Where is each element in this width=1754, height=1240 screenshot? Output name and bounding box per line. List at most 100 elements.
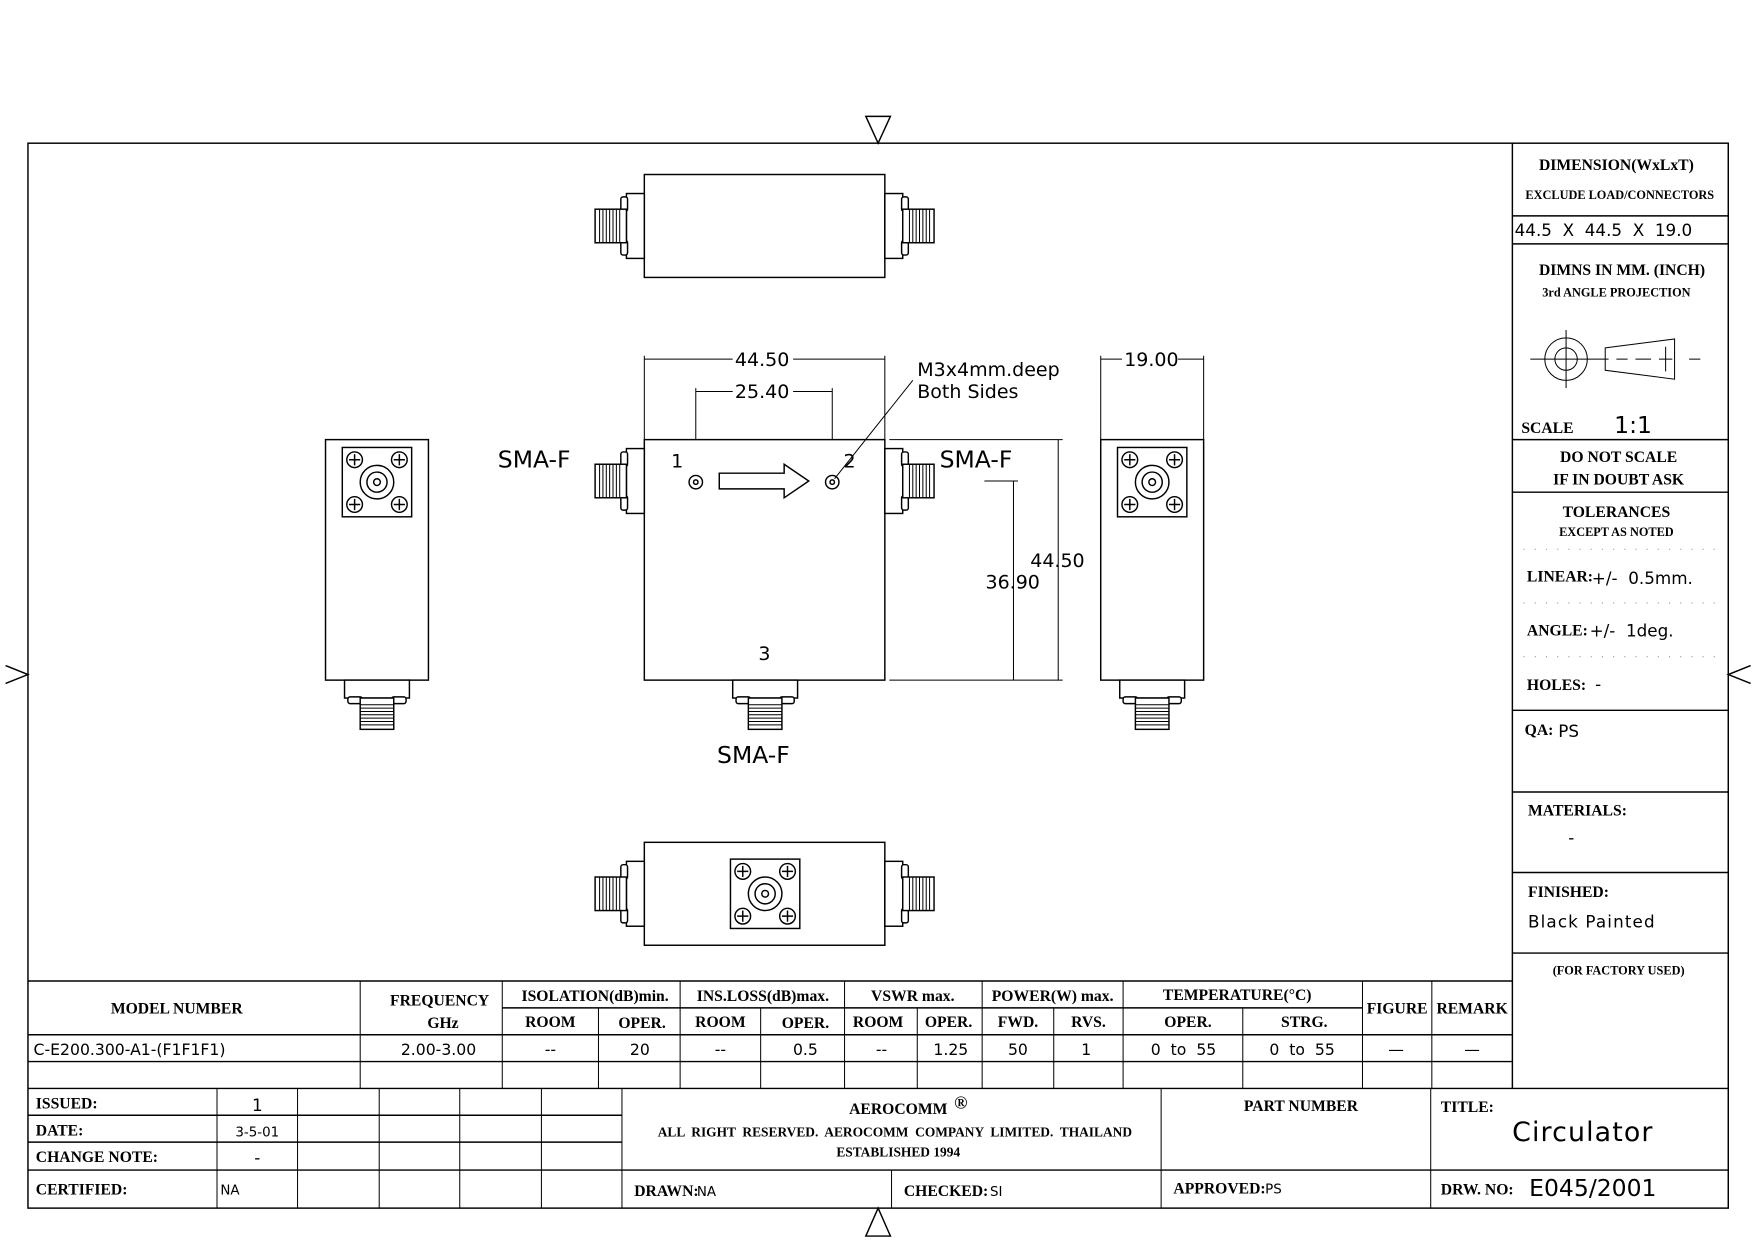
dimension-height: 44.50: [1030, 550, 1084, 572]
tolerances-title: TOLERANCES: [1563, 504, 1671, 521]
header-frequency: FREQUENCY: [390, 993, 490, 1010]
scale-value: 1:1: [1614, 411, 1652, 439]
subheader-power-fwd: FWD.: [998, 1014, 1039, 1031]
cell-model: C-E200.300-A1-(F1F1F1): [34, 1040, 226, 1059]
factory-use-note: (FOR FACTORY USED): [1553, 963, 1685, 977]
cell-vswr-room: --: [876, 1040, 887, 1059]
linear-tolerance-value: +/- 0.5mm.: [1592, 568, 1693, 588]
cell-temp-strg: 0 to 55: [1269, 1040, 1335, 1059]
subheader-isolation-room: ROOM: [525, 1014, 576, 1031]
header-insertion-loss: INS.LOSS(dB)max.: [697, 988, 829, 1005]
header-vswr: VSWR max.: [871, 988, 955, 1005]
cell-insloss-oper: 0.5: [793, 1040, 818, 1059]
cell-power-fwd: 50: [1008, 1040, 1028, 1059]
front-view: 1 2 3 SMA-F SMA-F SMA-F 44.50 25.40 19.0…: [498, 349, 1205, 769]
note-thread-spec: M3x4mm.deep: [917, 359, 1059, 381]
units-label: DIMNS IN MM. (INCH): [1539, 262, 1705, 279]
cell-vswr-oper: 1.25: [933, 1040, 968, 1059]
cell-isolation-room: --: [545, 1040, 556, 1059]
except-as-noted: EXCEPT AS NOTED: [1559, 525, 1674, 539]
cell-frequency: 2.00-3.00: [401, 1040, 476, 1059]
subheader-insloss-oper: OPER.: [782, 1015, 829, 1032]
date-value: 3-5-01: [235, 1126, 279, 1141]
header-remark: REMARK: [1436, 1000, 1508, 1017]
direction-arrow-icon: [718, 462, 811, 500]
subheader-temp-oper: OPER.: [1164, 1014, 1211, 1031]
subheader-vswr-room: ROOM: [853, 1014, 904, 1031]
dimension-hole-spacing: 25.40: [735, 381, 789, 403]
finished-value: Black Painted: [1528, 911, 1656, 931]
bottom-view: [594, 841, 935, 946]
dimension-subtitle: EXCLUDE LOAD/CONNECTORS: [1525, 188, 1714, 202]
title-label: TITLE:: [1441, 1099, 1494, 1116]
drawing-number-label: DRW. NO:: [1441, 1182, 1514, 1199]
rights-reserved: ALL RIGHT RESERVED. AEROCOMM COMPANY LIM…: [658, 1125, 1133, 1140]
dimension-port-height: 36.90: [986, 571, 1040, 593]
angle-tolerance-value: +/- 1deg.: [1590, 620, 1674, 640]
third-angle-projection-icon: [1530, 329, 1701, 389]
title-block: ISSUED: 1 DATE: 3-5-01 CHANGE NOTE: - CE…: [27, 1088, 1729, 1209]
materials-value: -: [1568, 827, 1574, 847]
part-number-label: PART NUMBER: [1244, 1098, 1359, 1115]
right-center-marker-icon: [1726, 664, 1751, 685]
header-figure: FIGURE: [1367, 1000, 1428, 1017]
cell-temp-oper: 0 to 55: [1151, 1040, 1217, 1059]
scale-label: SCALE: [1521, 420, 1573, 437]
holes-tolerance-label: HOLES:: [1527, 677, 1586, 694]
subheader-power-rvs: RVS.: [1071, 1014, 1106, 1031]
company-name: AEROCOMM: [849, 1101, 947, 1118]
top-view: [594, 173, 935, 279]
approved-label: APPROVED:: [1173, 1181, 1265, 1198]
dimension-title: DIMENSION(WxLxT): [1539, 157, 1694, 174]
port-1-label: 1: [671, 451, 683, 473]
table-row: C-E200.300-A1-(F1F1F1) 2.00-3.00 -- 20 -…: [34, 1040, 1480, 1059]
drawing-title: Circulator: [1512, 1117, 1653, 1148]
finished-label: FINISHED:: [1528, 884, 1609, 901]
spec-table: MODEL NUMBER FREQUENCY GHz ISOLATION(dB)…: [27, 980, 1729, 1090]
cell-insloss-room: --: [715, 1040, 726, 1059]
left-center-marker-icon: [5, 664, 30, 685]
cell-remark: —: [1464, 1040, 1480, 1059]
change-note-value: -: [254, 1147, 260, 1167]
established: ESTABLISHED 1994: [836, 1145, 960, 1160]
note-both-sides: Both Sides: [917, 381, 1018, 403]
cell-figure: —: [1388, 1040, 1404, 1059]
header-temperature: TEMPERATURE(°C): [1163, 987, 1312, 1004]
checked-value: SI: [990, 1185, 1002, 1200]
left-side-view: [324, 438, 430, 731]
certified-value: NA: [220, 1184, 240, 1199]
cell-power-rvs: 1: [1081, 1040, 1091, 1059]
drawing-number: E045/2001: [1529, 1174, 1656, 1202]
issued-value: 1: [252, 1095, 263, 1115]
issued-label: ISSUED:: [36, 1096, 98, 1113]
certified-label: CERTIFIED:: [36, 1182, 128, 1199]
linear-tolerance-label: LINEAR:: [1527, 569, 1593, 586]
registered-mark: ®: [954, 1093, 967, 1113]
date-label: DATE:: [36, 1122, 84, 1139]
sma-bottom-label: SMA-F: [717, 741, 790, 769]
projection-label: 3rd ANGLE PROJECTION: [1542, 285, 1690, 299]
subheader-temp-strg: STRG.: [1281, 1014, 1328, 1031]
drawn-label: DRAWN:: [634, 1183, 698, 1200]
checked-label: CHECKED:: [904, 1183, 988, 1200]
port-3-label: 3: [758, 643, 770, 665]
subheader-isolation-oper: OPER.: [618, 1015, 665, 1032]
dimension-thickness: 19.00: [1124, 349, 1178, 371]
do-not-scale-note: DO NOT SCALE: [1560, 449, 1677, 466]
side-info-panel: DIMENSION(WxLxT) EXCLUDE LOAD/CONNECTORS…: [1511, 143, 1729, 1089]
materials-label: MATERIALS:: [1528, 802, 1627, 819]
qa-label: QA:: [1525, 722, 1554, 739]
cell-isolation-oper: 20: [630, 1040, 650, 1059]
change-note-label: CHANGE NOTE:: [36, 1149, 158, 1166]
subheader-vswr-oper: OPER.: [925, 1014, 972, 1031]
right-side-view: [1099, 438, 1205, 731]
approved-value: PS: [1265, 1183, 1282, 1198]
drawn-value: NA: [697, 1185, 717, 1200]
qa-value: PS: [1558, 721, 1579, 741]
sma-right-label: SMA-F: [940, 446, 1013, 474]
bottom-center-marker-icon: [864, 1206, 892, 1237]
header-isolation: ISOLATION(dB)min.: [522, 988, 669, 1005]
dimension-width: 44.50: [735, 349, 789, 371]
top-center-marker-icon: [864, 115, 892, 145]
